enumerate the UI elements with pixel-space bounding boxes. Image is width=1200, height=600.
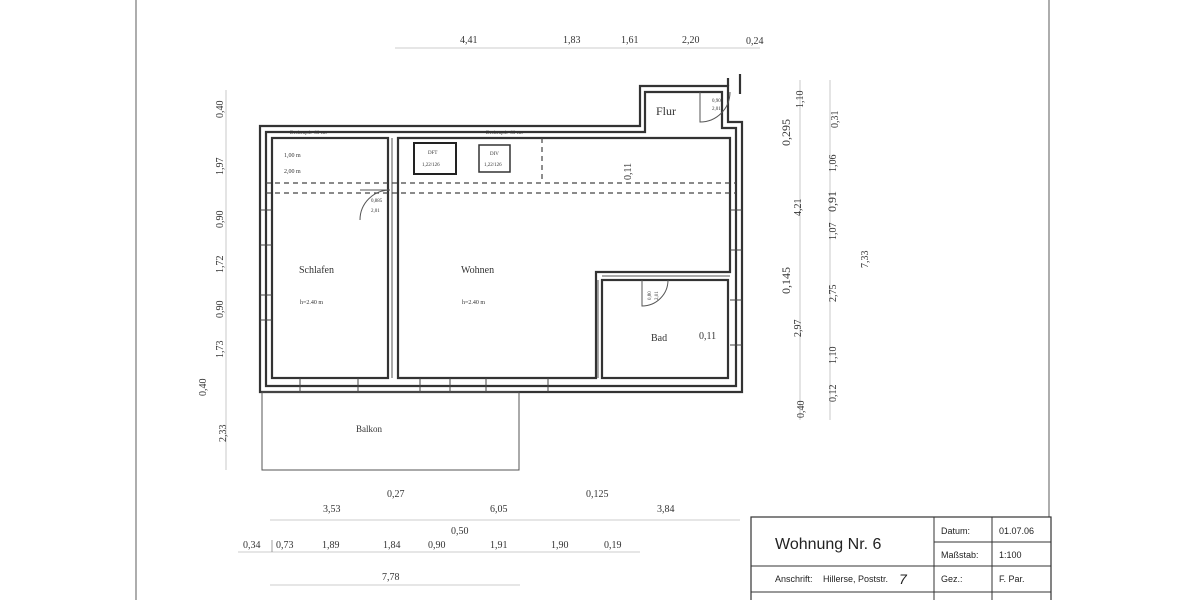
beam-label-left: Deckenp.h=80 cm bbox=[290, 131, 327, 136]
room-label-bad: Bad bbox=[651, 333, 667, 344]
dim-bottom-r3-8: 0,19 bbox=[604, 540, 622, 551]
room-bad bbox=[600, 278, 730, 380]
title-block-row-1-value: 01.07.06 bbox=[999, 526, 1034, 536]
dim-right-outer-5: 1,07 bbox=[828, 223, 839, 241]
right-dimensions: 0,295 4,21 0,145 2,97 0,40 1,10 0,31 1,0… bbox=[779, 91, 871, 419]
dim-bottom-mid: 0,50 bbox=[451, 526, 469, 537]
dim-right-total: 7,33 bbox=[860, 251, 871, 269]
dim-bottom-r1-1: 0,27 bbox=[387, 489, 405, 500]
room-height-schlafen: h=2.40 m bbox=[300, 300, 323, 306]
dim-bottom-r1-2: 0,125 bbox=[586, 489, 609, 500]
dim-left-7: 0,40 bbox=[198, 379, 209, 397]
fixture-box-1-bottom: 1,22/126 bbox=[422, 163, 440, 168]
dim-right-outer-1: 1,10 bbox=[795, 91, 806, 109]
dim-top-3: 1,61 bbox=[621, 35, 639, 46]
dim-right-inner-4: 2,97 bbox=[793, 320, 804, 338]
dim-right-inner-5: 0,40 bbox=[796, 401, 807, 419]
fixture-box-1-top: DFT bbox=[428, 151, 437, 156]
dim-bottom-r3-1: 0,34 bbox=[243, 540, 261, 551]
dim-bottom-total: 7,78 bbox=[382, 572, 400, 583]
beam-label-mid: Deckenp.h=80 cm bbox=[486, 131, 523, 136]
dim-top-4: 2,20 bbox=[682, 35, 700, 46]
dim-left-6: 1,73 bbox=[215, 341, 226, 359]
room-label-wohnen: Wohnen bbox=[461, 265, 494, 276]
dim-bottom-r3-2: 0,73 bbox=[276, 540, 294, 551]
dimension-lines bbox=[225, 47, 831, 586]
title-block-address: Hillerse, Poststr. bbox=[823, 574, 888, 584]
dim-left-4: 1,72 bbox=[215, 256, 226, 274]
svg-text:2,01: 2,01 bbox=[655, 291, 660, 300]
title-block-address-number: 7 bbox=[899, 571, 908, 587]
dim-left-2: 1,97 bbox=[215, 158, 226, 176]
balkon bbox=[261, 391, 520, 471]
dim-top-2: 1,83 bbox=[563, 35, 581, 46]
dim-bottom-r3-6: 1,91 bbox=[490, 540, 508, 551]
dim-left-8: 2,33 bbox=[218, 425, 229, 443]
room-height-wohnen: h=2.40 m bbox=[462, 300, 485, 306]
dim-right-inner-3: 0,145 bbox=[779, 267, 793, 294]
title-block-row-2-label: Maßstab: bbox=[941, 550, 979, 560]
dim-bottom-r3-4: 1,84 bbox=[383, 540, 401, 551]
bottom-dimensions: 0,27 0,125 3,53 6,05 3,84 0,50 0,34 0,73… bbox=[243, 489, 675, 583]
dim-bottom-r2-3: 3,84 bbox=[657, 504, 675, 515]
door-bad: 0,80 2,01 bbox=[641, 279, 669, 307]
svg-text:2,01: 2,01 bbox=[712, 107, 721, 112]
dim-bottom-r3-7: 1,90 bbox=[551, 540, 569, 551]
schlafen-note-1: 1,00 m bbox=[284, 153, 301, 159]
dim-right-inner-1: 0,295 bbox=[779, 119, 793, 146]
dim-bottom-r2-1: 3,53 bbox=[323, 504, 341, 515]
dim-left-1: 0,40 bbox=[215, 101, 226, 119]
fixture-box-1 bbox=[413, 142, 457, 175]
room-label-schlafen: Schlafen bbox=[299, 265, 334, 276]
dim-top-5: 0,24 bbox=[746, 36, 764, 47]
fixture-box-2 bbox=[478, 144, 511, 173]
room-wohnen bbox=[396, 136, 732, 380]
dim-right-outer-7: 1,10 bbox=[828, 347, 839, 365]
svg-text:0,885: 0,885 bbox=[371, 199, 383, 204]
svg-text:2,01: 2,01 bbox=[371, 209, 380, 214]
title-block-row-2-value: 1:100 bbox=[999, 550, 1022, 560]
room-label-flur: Flur bbox=[656, 104, 676, 118]
bad-dim-label: 0,11 bbox=[699, 331, 716, 342]
room-schlafen bbox=[270, 136, 390, 380]
door-schlafen: 0,885 2,01 bbox=[359, 189, 391, 221]
dim-left-3: 0,90 bbox=[215, 211, 226, 229]
fixture-box-2-top: DIV bbox=[490, 152, 499, 157]
schlafen-note-2: 2,00 m bbox=[284, 169, 301, 175]
title-block-address-prefix: Anschrift: bbox=[775, 574, 813, 584]
svg-text:0,90: 0,90 bbox=[712, 99, 721, 104]
dim-right-outer-2: 0,31 bbox=[830, 111, 841, 129]
dim-right-outer-6: 2,75 bbox=[828, 285, 839, 303]
dim-right-outer-4: 0,91 bbox=[825, 191, 839, 212]
left-dimensions: 0,40 1,97 0,90 1,72 0,90 1,73 0,40 2,33 bbox=[198, 101, 229, 443]
room-label-balkon: Balkon bbox=[356, 424, 382, 434]
floor-plan: Deckenp.h=80 cm Deckenp.h=80 cm 0,90 2,0… bbox=[258, 74, 744, 471]
dim-top-1: 4,41 bbox=[460, 35, 478, 46]
title-block-row-3-value: F. Par. bbox=[999, 574, 1025, 584]
dim-right-inner-2: 4,21 bbox=[793, 199, 804, 217]
dim-bottom-r3-3: 1,89 bbox=[322, 540, 340, 551]
title-block-title: Wohnung Nr. 6 bbox=[775, 536, 882, 553]
svg-text:0,80: 0,80 bbox=[648, 291, 653, 300]
title-block-row-1-label: Datum: bbox=[941, 526, 970, 536]
window-marks bbox=[260, 209, 742, 392]
dim-left-5: 0,90 bbox=[215, 301, 226, 319]
top-dimensions: 4,41 1,83 1,61 2,20 0,24 bbox=[460, 35, 764, 47]
fixture-box-2-bottom: 1,22/126 bbox=[484, 163, 502, 168]
title-block: Wohnung Nr. 6 Anschrift: Hillerse, Posts… bbox=[750, 516, 1052, 600]
dim-bottom-r3-5: 0,90 bbox=[428, 540, 446, 551]
dim-bottom-r2-2: 6,05 bbox=[490, 504, 508, 515]
door-flur: 0,90 2,01 bbox=[699, 91, 731, 123]
wohnen-dim-label: 0,11 bbox=[623, 163, 634, 180]
dim-right-outer-8: 0,12 bbox=[828, 385, 839, 403]
title-block-row-3-label: Gez.: bbox=[941, 574, 963, 584]
dim-right-outer-3: 1,06 bbox=[828, 155, 839, 173]
